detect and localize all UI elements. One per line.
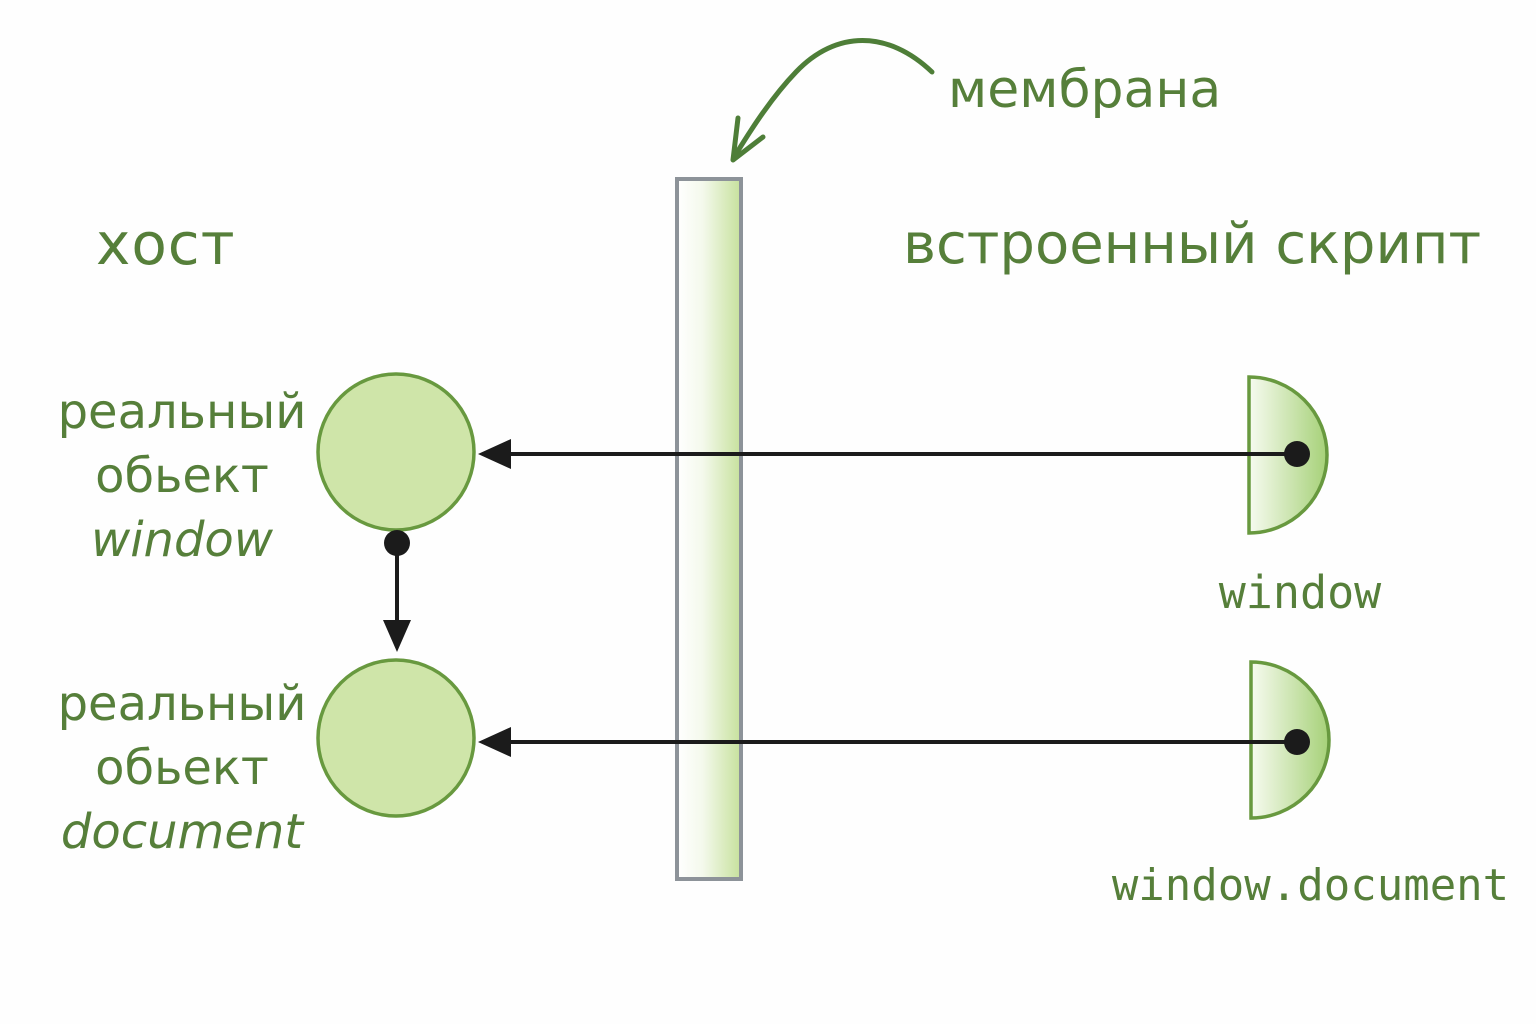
proxy-window-label: window — [1218, 566, 1382, 619]
membrane-label: мембрана — [948, 60, 1222, 120]
membrane-bar — [675, 177, 743, 881]
real-object-window-circle — [316, 372, 476, 532]
window-to-document-origin-dot — [384, 530, 410, 556]
window-to-document-arrowhead-icon — [383, 620, 411, 652]
window-reference-arrowhead-icon — [478, 439, 511, 469]
script-section-title: встроенный скрипт — [903, 212, 1482, 277]
document-reference-arrowhead-icon — [478, 727, 511, 757]
label-line: реальный — [57, 384, 307, 440]
proxy-document-origin-dot — [1284, 729, 1310, 755]
membrane-pointer-curve — [733, 38, 935, 157]
real-object-document-circle — [316, 658, 476, 818]
membrane-pointer-arrowhead-icon — [730, 115, 766, 163]
real-object-document-label: реальный обьект document — [22, 672, 342, 864]
proxy-document-label: window.document — [1111, 860, 1510, 911]
label-line-emphasis: window — [90, 512, 274, 568]
label-line: обьект — [95, 740, 269, 796]
label-line: реальный — [57, 676, 307, 732]
label-line: обьект — [95, 448, 269, 504]
real-object-window-label: реальный обьект window — [22, 380, 342, 572]
label-line-emphasis: document — [60, 804, 304, 860]
host-section-title: хост — [96, 210, 236, 278]
proxy-window-origin-dot — [1284, 441, 1310, 467]
